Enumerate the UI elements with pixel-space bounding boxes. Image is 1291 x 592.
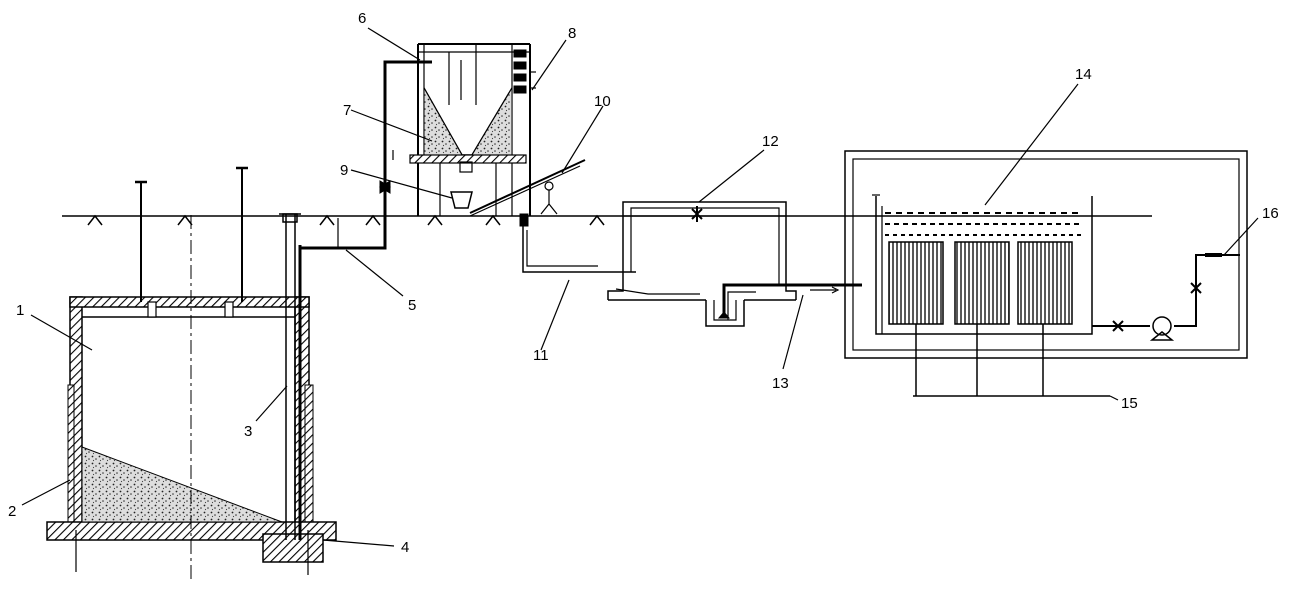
component-labels: 1 2 3 4 5 6 7 8 9 10 11 12 13 14 15 16 (8, 10, 1279, 556)
leader-lines (21, 27, 1259, 547)
riser-pipe (279, 213, 302, 540)
label-9: 9 (340, 162, 348, 179)
label-10: 10 (594, 93, 611, 110)
settling-tank (607, 201, 862, 327)
label-11: 11 (533, 347, 549, 364)
label-12: 12 (762, 133, 779, 150)
label-3: 3 (244, 423, 252, 440)
feed-pipe (298, 60, 432, 250)
overflow-pipe (519, 213, 636, 273)
hopper-unit (409, 43, 586, 217)
label-13: 13 (772, 375, 789, 392)
label-6: 6 (358, 10, 366, 27)
membrane-room (844, 150, 1248, 397)
valve-5 (379, 180, 391, 194)
label-2: 2 (8, 503, 16, 520)
label-1: 1 (16, 302, 24, 319)
label-7: 7 (343, 102, 351, 119)
label-4: 4 (401, 539, 409, 556)
label-14: 14 (1075, 66, 1092, 83)
ground-marks (87, 214, 605, 226)
label-8: 8 (568, 25, 576, 42)
label-16: 16 (1262, 205, 1279, 222)
label-15: 15 (1121, 395, 1138, 412)
label-5: 5 (408, 297, 416, 314)
sedimentation-tank (46, 166, 337, 580)
